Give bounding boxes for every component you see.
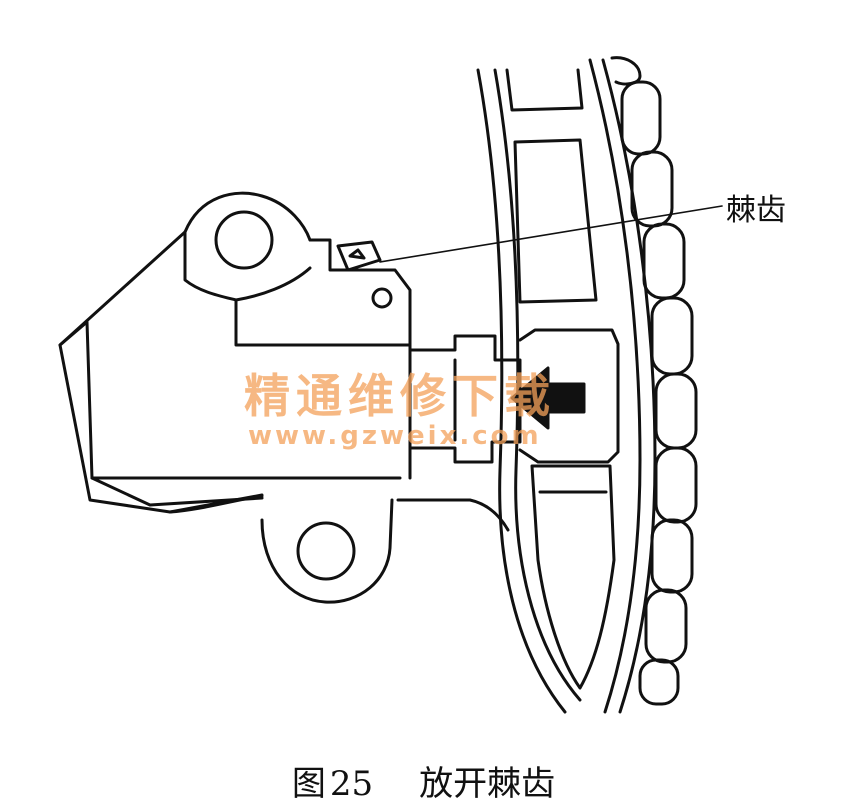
- watermark-cn: 精通维修下载: [244, 369, 556, 423]
- watermark-url: www.gzweix.com: [248, 421, 542, 451]
- caption-number: 25: [329, 764, 374, 804]
- caption-title: 放开棘齿: [419, 764, 556, 804]
- caption-prefix: 图: [291, 764, 326, 804]
- callout-leader-line: [379, 205, 723, 263]
- lower-bolt-hole: [296, 521, 356, 581]
- pin-hole: [371, 287, 393, 309]
- callout-label: 棘齿: [726, 193, 786, 228]
- chain-guide: [476, 58, 657, 714]
- ratchet-pawl: [336, 240, 382, 272]
- tensioner-body: [58, 191, 620, 604]
- timing-chain: [610, 56, 698, 706]
- upper-bolt-hole: [214, 210, 274, 270]
- release-arrow: [510, 366, 586, 430]
